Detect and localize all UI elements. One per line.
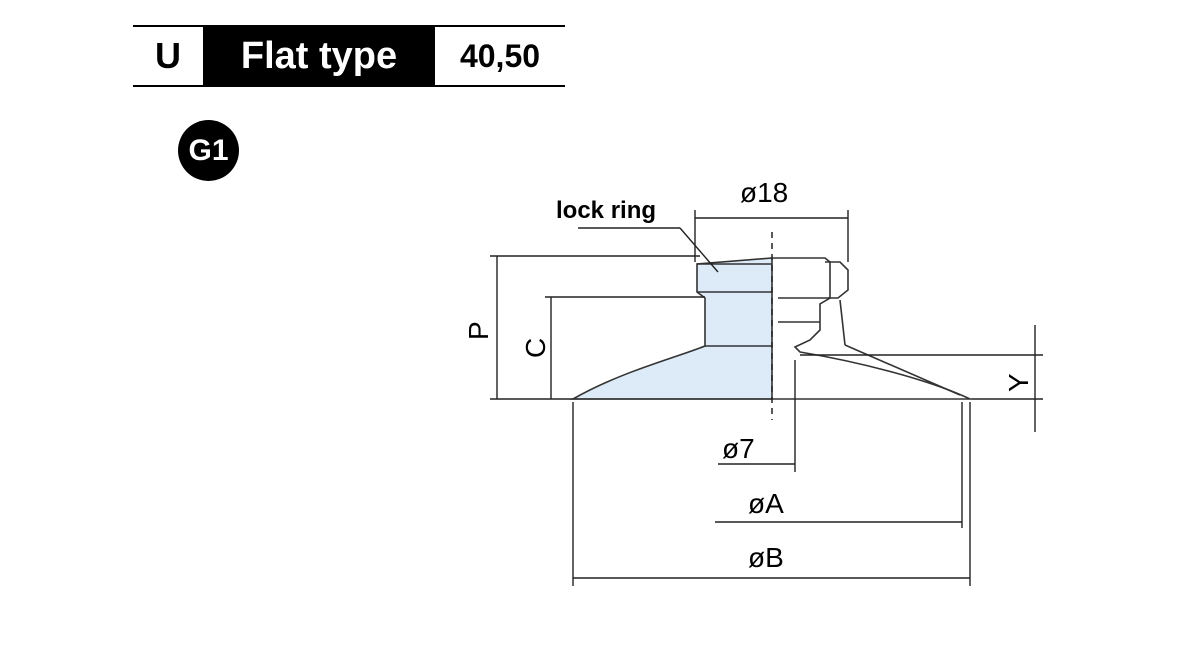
cup-neck-right: [839, 299, 846, 346]
d18-label: ø18: [740, 177, 788, 208]
y-label: Y: [1003, 373, 1034, 392]
cup-body-right: [772, 257, 971, 400]
series-code: U: [155, 35, 181, 76]
size-list: 40,50: [459, 37, 541, 74]
cup-right-wall: [844, 344, 961, 396]
p-label: P: [463, 321, 494, 340]
cup-body-left: [569, 257, 773, 400]
c-label: C: [520, 338, 551, 358]
lock-ring-leader: [679, 227, 719, 273]
dA-label: øA: [748, 488, 784, 519]
type-label: Flat type: [203, 27, 435, 85]
d7-label: ø7: [722, 433, 755, 464]
title-header: U Flat type 40,50: [133, 25, 565, 87]
lock-ring-label: lock ring: [556, 197, 656, 224]
ring-tab: [825, 261, 849, 299]
dB-label: øB: [748, 542, 784, 573]
variant-badge: G1: [178, 120, 239, 181]
